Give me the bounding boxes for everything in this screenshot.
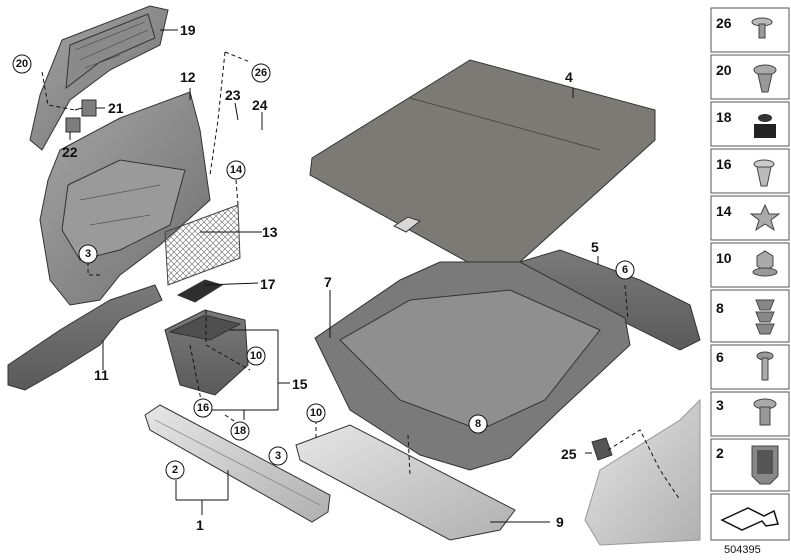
- luggage-net-part: [164, 204, 241, 286]
- clip-icon: [753, 159, 775, 187]
- svg-text:8: 8: [716, 300, 724, 316]
- label-21: 21: [108, 100, 124, 116]
- hex-nut-icon: [752, 250, 778, 277]
- clip-part-22: [65, 117, 81, 133]
- svg-text:2: 2: [716, 445, 724, 461]
- label-11: 11: [94, 367, 109, 383]
- svg-text:2: 2: [172, 464, 178, 476]
- label-25: 25: [561, 446, 577, 462]
- plain-labels: 19 12 23 24 21 22 4 13 5 17 7 11 15 25 1…: [62, 22, 599, 533]
- rubber-plug-icon: [754, 114, 776, 138]
- leader-lines: [69, 29, 599, 523]
- pad-part: [176, 279, 224, 303]
- circled-label-2: 2: [165, 460, 185, 480]
- svg-text:26: 26: [255, 67, 267, 79]
- fastener-panel: 26 20 18 16 14 10 8: [710, 7, 790, 541]
- svg-text:3: 3: [275, 450, 281, 462]
- fastener-cell-2: 2: [710, 438, 790, 492]
- clip-part-25: [591, 437, 613, 461]
- circled-label-6: 6: [615, 260, 635, 280]
- circled-labels: 20 26 14 3 6 10 16 18 10 8 2 3: [12, 54, 635, 480]
- sill-trim-part: [144, 404, 331, 523]
- label-5: 5: [591, 239, 599, 255]
- svg-text:6: 6: [716, 349, 724, 365]
- svg-text:10: 10: [716, 250, 732, 266]
- svg-text:20: 20: [716, 62, 732, 78]
- circled-label-10-box: 10: [246, 346, 266, 366]
- upper-side-trim-part: [29, 5, 169, 151]
- svg-text:10: 10: [310, 407, 322, 419]
- fastener-cell-symbol: [710, 493, 790, 541]
- label-24: 24: [252, 97, 268, 113]
- svg-text:14: 14: [230, 164, 243, 176]
- svg-text:18: 18: [716, 109, 732, 125]
- fastener-cell-3: 3: [710, 391, 790, 437]
- floor-panel-part: [295, 424, 516, 541]
- fastener-cell-26: 26: [710, 7, 790, 53]
- tub-part: [314, 261, 631, 471]
- label-17: 17: [260, 276, 276, 292]
- svg-text:8: 8: [475, 418, 481, 430]
- circled-label-20: 20: [12, 54, 32, 74]
- label-22: 22: [62, 144, 78, 160]
- lower-bracket-part: [7, 284, 163, 391]
- label-23: 23: [225, 87, 241, 103]
- push-rivet-icon: [751, 17, 773, 39]
- svg-text:14: 14: [716, 203, 732, 219]
- fastener-cell-6: 6: [710, 344, 790, 390]
- svg-text:3: 3: [85, 248, 91, 260]
- circled-label-3-lower: 3: [268, 446, 288, 466]
- screw-icon: [756, 351, 774, 381]
- svg-text:20: 20: [16, 58, 28, 70]
- svg-text:6: 6: [622, 264, 628, 276]
- body-fragment: [584, 398, 701, 546]
- svg-text:16: 16: [197, 402, 209, 414]
- floor-cover-part: [309, 59, 656, 281]
- fastener-cell-20: 20: [710, 54, 790, 100]
- svg-text:18: 18: [234, 425, 246, 437]
- clip-part-21: [81, 99, 97, 117]
- circled-label-26: 26: [251, 63, 271, 83]
- label-1: 1: [196, 517, 204, 533]
- fastener-cell-18: 18: [710, 101, 790, 147]
- metal-clip-icon: [751, 445, 779, 485]
- circled-label-8: 8: [468, 414, 488, 434]
- label-19: 19: [180, 22, 196, 38]
- svg-text:3: 3: [716, 397, 724, 413]
- svg-text:26: 26: [716, 15, 732, 31]
- label-9: 9: [556, 514, 564, 530]
- circled-label-18: 18: [230, 421, 250, 441]
- star-nut-icon: [749, 203, 781, 232]
- label-4: 4: [565, 69, 573, 85]
- reference-number: 504395: [724, 544, 761, 556]
- svg-text:10: 10: [250, 350, 262, 362]
- label-13: 13: [262, 224, 278, 240]
- fastener-cell-16: 16: [710, 148, 790, 194]
- arrow-symbol-icon: [720, 507, 779, 531]
- spring-clip-icon: [755, 299, 775, 335]
- fastener-cell-14: 14: [710, 195, 790, 241]
- storage-box-part: [164, 309, 249, 396]
- circled-label-16: 16: [193, 398, 213, 418]
- fastener-cell-8: 8: [710, 289, 790, 343]
- label-7: 7: [324, 274, 332, 290]
- plug-clip-icon: [753, 398, 777, 426]
- expanding-rivet-icon: [753, 64, 777, 93]
- fastener-cell-10: 10: [710, 242, 790, 288]
- svg-text:16: 16: [716, 156, 732, 172]
- circled-label-14: 14: [226, 160, 246, 180]
- circled-label-10-floor: 10: [306, 403, 326, 423]
- circled-label-3-upper: 3: [78, 244, 98, 264]
- label-12: 12: [180, 69, 196, 85]
- label-15: 15: [292, 376, 308, 392]
